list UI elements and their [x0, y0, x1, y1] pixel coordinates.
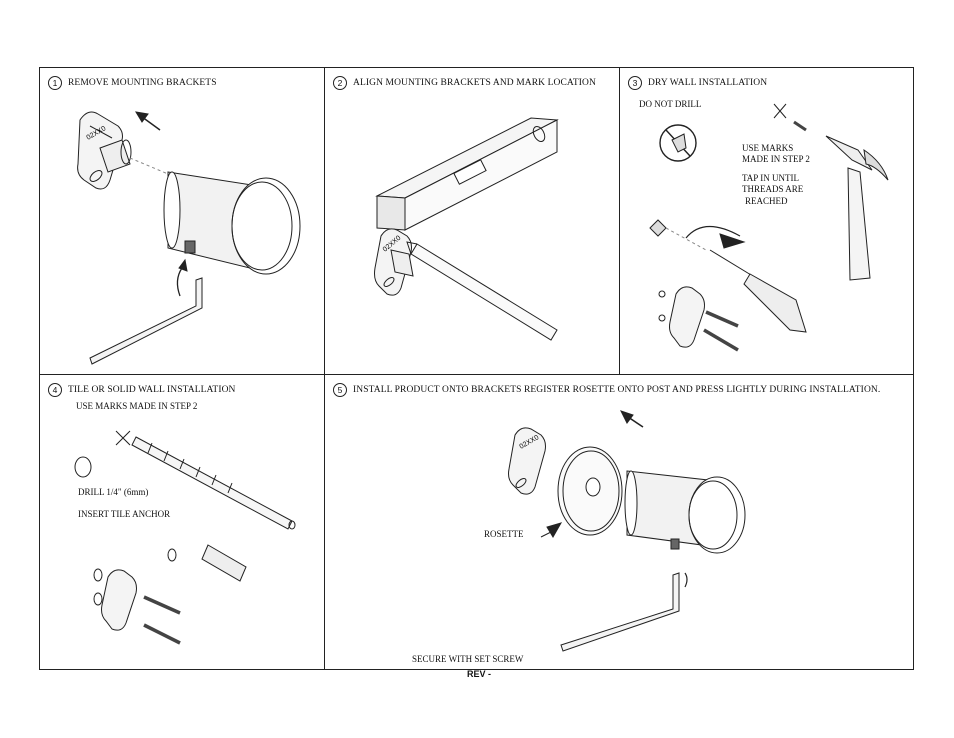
dry-wall-illustration: [649, 103, 889, 352]
use-marks-note-line1: USE MARKS: [742, 143, 794, 153]
step-4-number: 4: [48, 383, 62, 397]
install-product-illustration: 02XX0: [508, 410, 746, 652]
level-and-mark-illustration: 02XX0: [374, 117, 559, 341]
step-5-panel: 5 INSTALL PRODUCT ONTO BRACKETS REGISTER …: [325, 375, 913, 669]
tap-in-note-line1: TAP IN UNTIL: [742, 173, 799, 183]
drill-size-note: DRILL 1/4" (6mm): [78, 487, 149, 497]
tile-wall-illustration: [74, 430, 296, 645]
step-3-panel: 3 DRY WALL INSTALLATION DO NOT DRILL USE …: [620, 68, 913, 375]
use-marks-note-line2: MADE IN STEP 2: [742, 154, 810, 164]
step-1-number: 1: [48, 76, 62, 90]
step-4-header: 4 TILE OR SOLID WALL INSTALLATION: [48, 383, 236, 397]
step-5-title: INSTALL PRODUCT ONTO BRACKETS REGISTER R…: [353, 385, 881, 396]
step-2-header: 2 ALIGN MOUNTING BRACKETS AND MARK LOCATI…: [333, 76, 596, 90]
step-4-panel: 4 TILE OR SOLID WALL INSTALLATION USE MAR…: [40, 375, 325, 669]
step-1-header: 1 REMOVE MOUNTING BRACKETS: [48, 76, 217, 90]
step-3-title: DRY WALL INSTALLATION: [648, 78, 768, 89]
insert-anchor-note: INSERT TILE ANCHOR: [78, 509, 171, 519]
step-5-header: 5 INSTALL PRODUCT ONTO BRACKETS REGISTER …: [333, 383, 880, 397]
step-3-number: 3: [628, 76, 642, 90]
step-2-panel: 2 ALIGN MOUNTING BRACKETS AND MARK LOCATI…: [325, 68, 620, 375]
step-2-title: ALIGN MOUNTING BRACKETS AND MARK LOCATIO…: [353, 78, 596, 89]
rosette-label: ROSETTE: [484, 529, 524, 539]
step-1-panel: 1 REMOVE MOUNTING BRACKETS: [40, 68, 325, 375]
tap-in-note-line2: THREADS ARE: [742, 184, 804, 194]
remove-brackets-illustration: 02XX0: [77, 111, 301, 365]
tap-in-note-line3: REACHED: [745, 196, 788, 206]
step-4-title: TILE OR SOLID WALL INSTALLATION: [68, 385, 236, 396]
step-3-header: 3 DRY WALL INSTALLATION: [628, 76, 767, 90]
step-2-number: 2: [333, 76, 347, 90]
set-screw-note: SECURE WITH SET SCREW: [412, 654, 524, 664]
instruction-sheet: 1 REMOVE MOUNTING BRACKETS: [39, 67, 914, 670]
step-5-number: 5: [333, 383, 347, 397]
do-not-drill-note: DO NOT DRILL: [639, 99, 702, 109]
revision-label: REV -: [467, 669, 492, 679]
step-1-title: REMOVE MOUNTING BRACKETS: [68, 78, 217, 89]
use-marks-note: USE MARKS MADE IN STEP 2: [76, 401, 198, 411]
